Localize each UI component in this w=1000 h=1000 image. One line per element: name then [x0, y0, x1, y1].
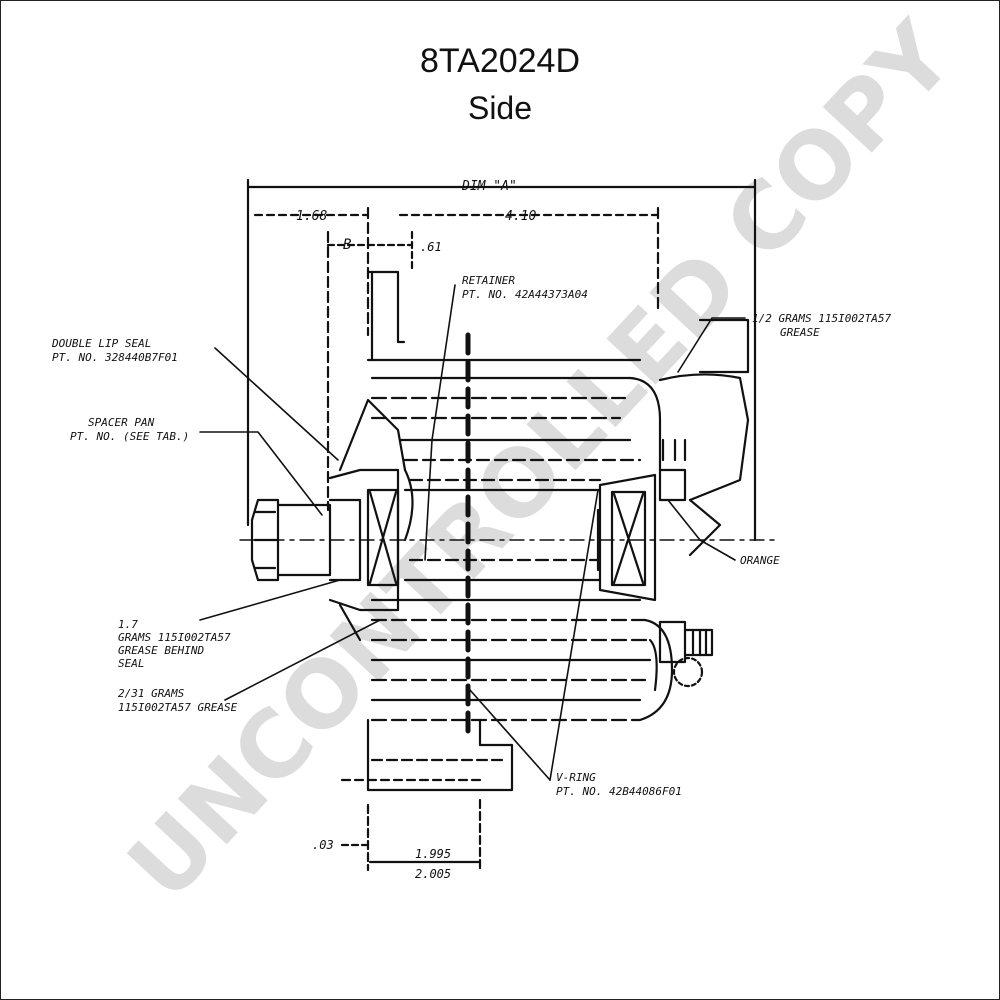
- callout-labels: RETAINER PT. NO. 42A44373A04 DOUBLE LIP …: [51, 274, 891, 798]
- grease-mid-amount: 1.7: [118, 618, 138, 631]
- leader-lines: [199, 284, 746, 781]
- drawing-title: 8TA2024D: [419, 42, 581, 80]
- double-lip-seal-label: DOUBLE LIP SEAL: [51, 337, 151, 350]
- grease-mid-sublabel-2: SEAL: [118, 657, 145, 670]
- dim-61-label: .61: [420, 240, 442, 254]
- rotor: [239, 332, 781, 743]
- v-ring-part-number: PT. NO. 42B44086F01: [556, 785, 682, 798]
- dim-b-label: B: [343, 237, 351, 253]
- double-lip-seal-part-number: PT. NO. 328440B7F01: [52, 351, 178, 364]
- view-subtitle: Side: [467, 90, 533, 126]
- grease-low-sublabel: 115I002TA57 GREASE: [118, 701, 238, 714]
- orange-wire-label: ORANGE: [740, 554, 780, 567]
- grease-low-label: 2/31 GRAMS: [118, 687, 185, 700]
- spacer-label: SPACER PAN: [88, 416, 155, 429]
- spacer-part-number: PT. NO. (SEE TAB.): [70, 430, 189, 443]
- dim-03-label: .03: [312, 838, 334, 852]
- v-ring-label: V-RING: [556, 771, 596, 784]
- dim-2005-label: 2.005: [415, 867, 451, 881]
- dim-a-label: DIM "A": [461, 179, 517, 194]
- grease-top-label: 1/2 GRAMS 115I002TA57: [752, 312, 891, 325]
- rear-bearing: [596, 318, 750, 602]
- retainer-part-number: PT. NO. 42A44373A04: [462, 288, 588, 301]
- retainer-label: RETAINER: [462, 274, 515, 287]
- dim-1-68-label: 1.68: [296, 209, 327, 224]
- grease-top-sublabel: GREASE: [780, 326, 820, 339]
- housing: [366, 270, 674, 792]
- dim-4-10-label: 4.10: [505, 209, 536, 224]
- dimension-lines: [246, 178, 757, 872]
- dim-1995-label: 1.995: [415, 847, 451, 861]
- output-terminal: [658, 620, 714, 688]
- grease-mid-label: GRAMS 115I002TA57: [118, 631, 231, 644]
- dimension-labels: DIM "A" 1.68 4.10 B .61 .03 1.995 2.005: [296, 179, 536, 881]
- grease-mid-sublabel: GREASE BEHIND: [118, 644, 204, 657]
